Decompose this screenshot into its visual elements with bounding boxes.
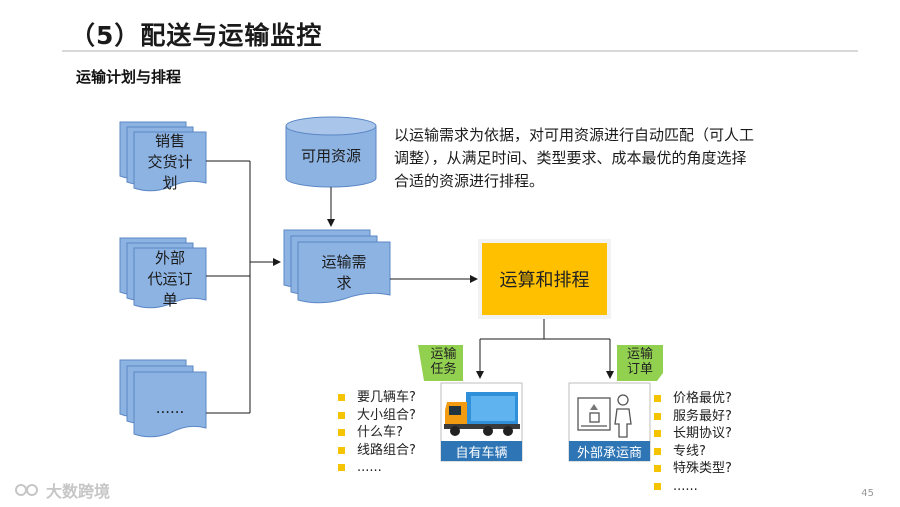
tag-task bbox=[418, 345, 463, 381]
truck-icon bbox=[444, 392, 520, 436]
section-subtitle: 运输计划与排程 bbox=[76, 68, 182, 86]
list-item: ...... bbox=[651, 478, 732, 496]
carrier-questions: 价格最优? 服务最好? 长期协议? 专线? 特殊类型? ...... bbox=[651, 390, 732, 496]
source-label-external: 外部 代运订 单 bbox=[147, 249, 193, 309]
list-item: 什么车? bbox=[335, 424, 416, 442]
tag-order bbox=[617, 345, 663, 381]
description-text: 以运输需求为依据，对可用资源进行自动匹配（可人工调整），从满足时间、类型要求、成… bbox=[394, 126, 755, 190]
list-item: 专线? bbox=[651, 443, 732, 461]
list-item: 服务最好? bbox=[651, 408, 732, 426]
watermark-text: 大数跨境 bbox=[46, 482, 111, 501]
list-item: 要几辆车? bbox=[335, 389, 416, 407]
carrier-icon bbox=[577, 394, 632, 438]
page-number: 45 bbox=[861, 488, 874, 499]
truck-questions: 要几辆车? 大小组合? 什么车? 线路组合? ...... bbox=[335, 389, 416, 477]
list-item: 大小组合? bbox=[335, 407, 416, 425]
list-item: 线路组合? bbox=[335, 442, 416, 460]
list-item: 特殊类型? bbox=[651, 460, 732, 478]
title-divider bbox=[62, 50, 858, 52]
doc-stack-other bbox=[119, 359, 207, 438]
doc-stack-sales bbox=[119, 121, 207, 192]
watermark: 大数跨境 bbox=[14, 478, 110, 502]
list-item: 长期协议? bbox=[651, 425, 732, 443]
resource-label: 可用资源 bbox=[300, 147, 361, 165]
doc-stack-external bbox=[119, 237, 207, 309]
carrier-caption: 外部承运商 bbox=[576, 445, 642, 461]
demand-label: 运输需 求 bbox=[321, 253, 367, 292]
resource-cylinder bbox=[285, 116, 377, 188]
doc-stack-demand bbox=[283, 229, 391, 304]
list-item: 价格最优? bbox=[651, 390, 732, 408]
calc-label: 运算和排程 bbox=[499, 270, 590, 291]
source-label-other: ...... bbox=[155, 399, 185, 417]
tag-task-label: 运输 任务 bbox=[430, 347, 457, 377]
truck-caption: 自有车辆 bbox=[455, 445, 508, 461]
watermark-logo-icon bbox=[15, 484, 38, 496]
source-label-sales: 销售 交货计 划 bbox=[147, 132, 193, 192]
source-connectors bbox=[206, 160, 281, 414]
list-item: ...... bbox=[335, 459, 416, 477]
tag-order-label: 运输 订单 bbox=[626, 347, 653, 377]
calc-box bbox=[478, 239, 611, 319]
branch-connectors bbox=[476, 319, 614, 379]
carrier-panel bbox=[568, 382, 651, 462]
truck-panel bbox=[440, 382, 523, 462]
page-title: （5）配送与运输监控 bbox=[70, 21, 323, 50]
